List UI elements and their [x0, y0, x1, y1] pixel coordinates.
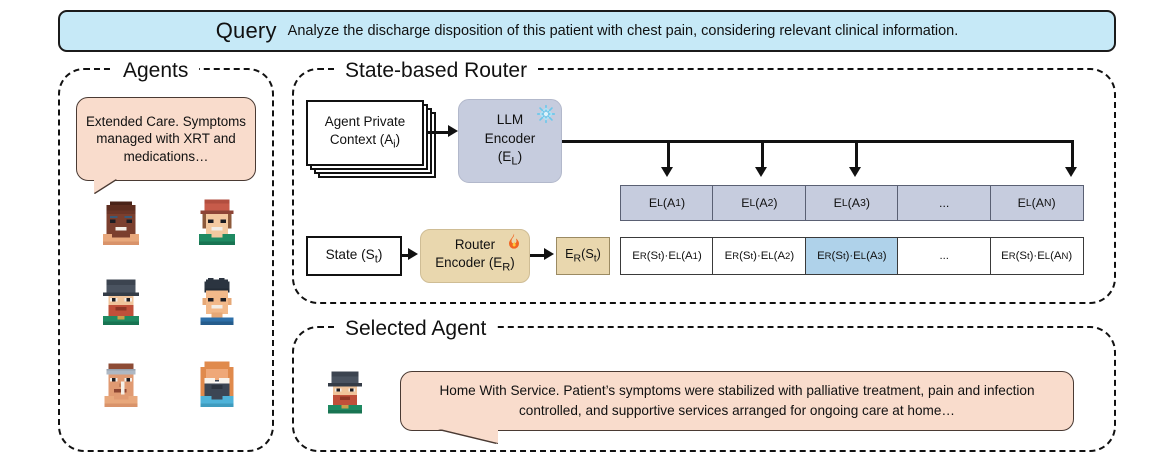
connector-router-encoder-to-ers: [530, 254, 546, 257]
selected-agent-panel: [292, 326, 1116, 452]
agent-private-context-card: Agent Private Context (Ai): [306, 100, 424, 166]
agent-context-subscript: i: [393, 138, 396, 151]
selected-agent-speech-bubble-tail: [440, 429, 498, 443]
connector-state-to-router-encoder: [402, 254, 410, 257]
selected-agent-avatar[interactable]: [318, 368, 372, 422]
router-state-embedding-label: ER(St): [565, 247, 601, 265]
query-label: Query: [215, 18, 277, 43]
state-label: State (St): [325, 246, 383, 266]
router-state-embedding-box: ER(St): [556, 237, 610, 275]
connector-llm-to-embedding-bus: [562, 140, 1074, 143]
router-encoder-label: Router Encoder (ER): [435, 237, 515, 274]
selected-agent-title: Selected Agent: [334, 318, 498, 339]
agent-avatar-5[interactable]: [92, 358, 150, 416]
agent-avatar-1[interactable]: [92, 196, 150, 254]
agent-avatar-3[interactable]: [92, 276, 150, 334]
agent-avatar-6[interactable]: [188, 358, 246, 416]
arrowhead-bus-drop-1: [661, 167, 673, 177]
agent-private-context-label: Agent Private Context (Ai): [324, 114, 406, 151]
arrowhead-state-to-router-encoder: [408, 248, 418, 260]
query-text: Analyze the discharge disposition of thi…: [287, 23, 959, 39]
state-box: State (St): [306, 236, 402, 276]
arrowhead-bus-drop-2: [755, 167, 767, 177]
router-encoder-box: Router Encoder (ER): [420, 229, 530, 283]
fire-icon: [509, 233, 519, 249]
score-cell-4[interactable]: ...: [897, 237, 992, 275]
connector-bus-drop-1: [667, 140, 670, 170]
connector-context-to-llm: [428, 131, 450, 134]
state-based-router-title: State-based Router: [334, 60, 539, 81]
query-banner: Query Analyze the discharge disposition …: [58, 10, 1116, 52]
agents-panel-title: Agents: [112, 60, 200, 81]
agent-speech-bubble-tail: [94, 179, 116, 193]
agent-avatar-4[interactable]: [188, 276, 246, 334]
llm-encoder-box: LLM Encoder (EL): [458, 99, 562, 183]
agent-speech-bubble: Extended Care. Symptoms managed with XRT…: [76, 97, 256, 181]
arrowhead-bus-drop-5: [1065, 167, 1077, 177]
agent-avatar-2[interactable]: [188, 196, 246, 254]
arrowhead-context-to-llm: [448, 125, 458, 137]
llm-encoder-label: LLM Encoder (EL): [484, 112, 536, 169]
arrowhead-bus-drop-3: [849, 167, 861, 177]
state-based-router-panel: [292, 68, 1116, 304]
connector-bus-drop-3: [855, 140, 858, 170]
snowflake-icon: [536, 104, 556, 124]
connector-bus-drop-2: [761, 140, 764, 170]
connector-bus-drop-5: [1071, 140, 1074, 170]
selected-agent-speech-bubble: Home With Service. Patient’s symptoms we…: [400, 371, 1074, 431]
arrowhead-router-encoder-to-ers: [544, 248, 554, 260]
embedding-cell-4[interactable]: ...: [897, 185, 992, 221]
